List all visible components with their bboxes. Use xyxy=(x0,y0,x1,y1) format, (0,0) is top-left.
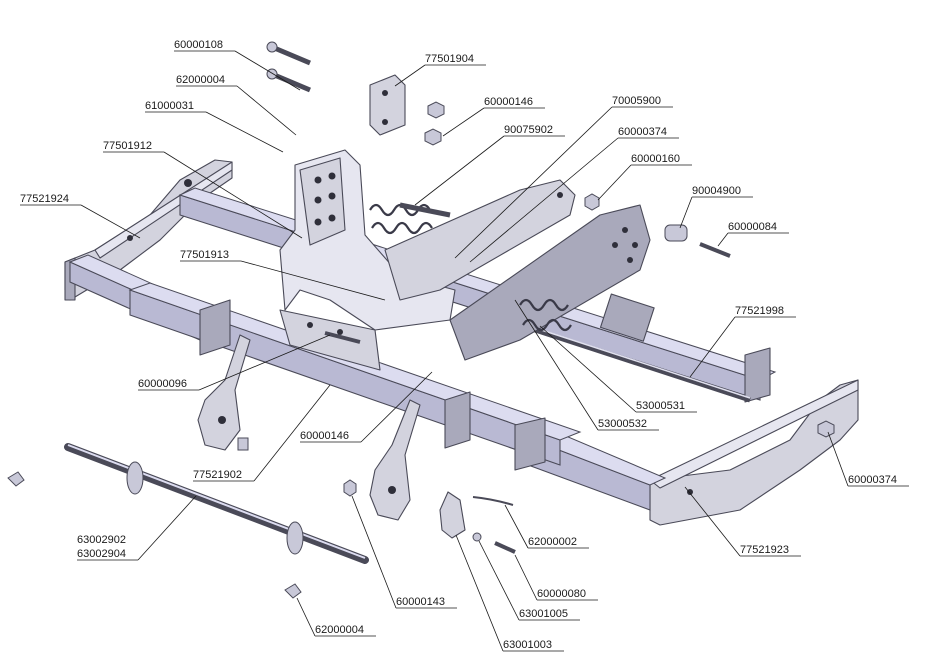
part-number-text: 60000084 xyxy=(728,221,777,233)
label-60000160: 60000160 xyxy=(598,153,692,200)
part-number-text: 53000532 xyxy=(598,418,647,430)
part-number-text: 70005900 xyxy=(612,95,661,107)
part-number-text: 63002902 xyxy=(77,534,126,546)
part-number-text: 63001005 xyxy=(519,608,568,620)
label-60000080: 60000080 xyxy=(515,555,598,600)
part-number-text: 60000080 xyxy=(537,588,586,600)
part-number-text: 77501912 xyxy=(103,140,152,152)
label-62000002: 62000002 xyxy=(505,505,589,548)
part-number-text: 60000160 xyxy=(631,153,680,165)
part-number-text: 60000374 xyxy=(618,126,667,138)
label-61000031: 61000031 xyxy=(145,100,283,152)
part-number-text: 60000374 xyxy=(848,474,897,486)
label-63001005: 63001005 xyxy=(479,541,580,620)
part-number-text: 62000002 xyxy=(528,536,577,548)
part-number-text: 62000004 xyxy=(315,624,364,636)
parts-drawing xyxy=(8,42,858,598)
part-number-text: 60000096 xyxy=(138,378,187,390)
part-number-text: 90004900 xyxy=(692,185,741,197)
part-number-text: 77521924 xyxy=(20,193,69,205)
part-number-text: 60000143 xyxy=(396,596,445,608)
part-number-text: 77501913 xyxy=(180,249,229,261)
label-62000004-bottom: 62000004 xyxy=(297,598,376,636)
part-number-text: 63002904 xyxy=(77,548,126,560)
part-number-text: 60000108 xyxy=(174,39,223,51)
lower-arm-right xyxy=(370,400,420,520)
part-number-text: 77521923 xyxy=(740,544,789,556)
part-number-text: 53000531 xyxy=(636,400,685,412)
label-77521924: 77521924 xyxy=(20,193,140,238)
label-63002902-63002904: 63002902 63002904 xyxy=(77,496,196,560)
part-number-text: 77521998 xyxy=(735,305,784,317)
part-number-text: 90075902 xyxy=(504,124,553,136)
part-number-text: 63001003 xyxy=(503,639,552,651)
part-number-text: 60000146 xyxy=(300,430,349,442)
label-62000004-top: 62000004 xyxy=(176,74,296,135)
part-number-text: 60000146 xyxy=(484,96,533,108)
label-60000084: 60000084 xyxy=(718,221,789,246)
part-number-text: 61000031 xyxy=(145,100,194,112)
part-number-text: 62000004 xyxy=(176,74,225,86)
part-number-text: 77521902 xyxy=(193,469,242,481)
part-number-text: 77501904 xyxy=(425,53,474,65)
label-77501904: 77501904 xyxy=(395,53,486,86)
